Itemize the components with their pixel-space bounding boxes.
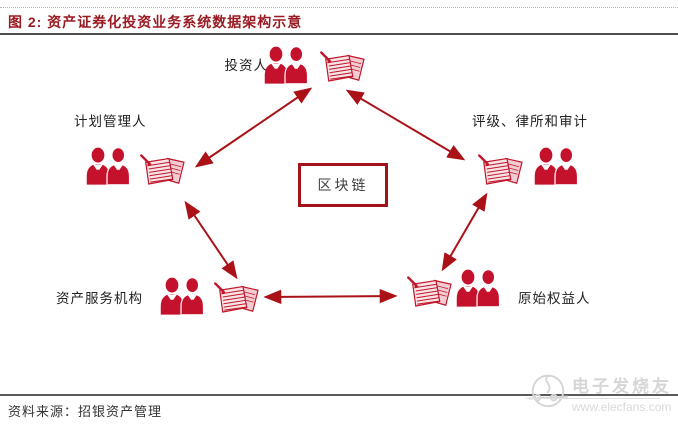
arrow-investor-rating (345, 89, 466, 161)
node-label-rating-law-audit: 评级、律所和审计 (472, 114, 588, 129)
top-dotted-rule (0, 7, 678, 8)
footer-rule (0, 394, 678, 396)
title-underline-rule (0, 33, 678, 35)
people-icon (86, 147, 131, 185)
watermark: 电子发烧友 www.elecfans.com (526, 360, 678, 422)
arrow-asset-service-original-equity (263, 288, 398, 305)
ledger-icon (319, 50, 367, 85)
arrow-plan-manager-asset-service (184, 200, 238, 280)
watermark-url: www.elecfans.com (572, 400, 672, 414)
ledger-icon (477, 153, 525, 188)
node-label-original-equity: 原始权益人 (518, 291, 591, 306)
people-icon (264, 46, 309, 84)
ledger-icon (139, 153, 187, 188)
watermark-rule (526, 398, 660, 399)
watermark-brand: 电子发烧友 (572, 377, 672, 396)
people-icon (160, 277, 205, 315)
figure-source: 资料来源：招银资产管理 (8, 404, 163, 419)
ledger-icon (213, 281, 261, 316)
blockchain-label: 区块链 (317, 177, 369, 193)
figure-title: 图 2: 资产证券化投资业务系统数据架构示意 (8, 14, 303, 30)
elecfans-logo-icon (528, 374, 569, 408)
node-label-plan-manager: 计划管理人 (74, 114, 147, 129)
people-icon (534, 147, 579, 185)
ledger-icon (406, 275, 454, 310)
node-label-investor: 投资人 (224, 58, 268, 73)
arrow-investor-plan-manager (194, 87, 313, 168)
node-label-asset-service: 资产服务机构 (56, 291, 143, 306)
blockchain-box: 区块链 (298, 163, 388, 207)
arrow-rating-original-equity (441, 192, 488, 272)
people-icon (456, 269, 501, 307)
